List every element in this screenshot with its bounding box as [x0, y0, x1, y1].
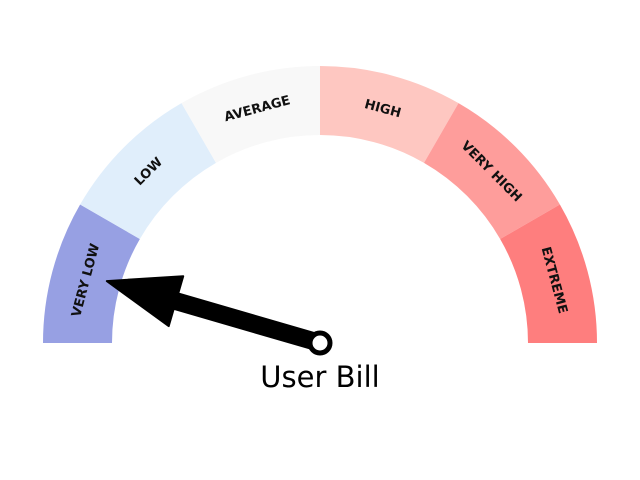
gauge-needle — [105, 275, 333, 356]
band-low — [80, 103, 216, 239]
gauge-title: User Bill — [260, 360, 379, 394]
band-extreme — [500, 204, 597, 343]
band-average — [181, 66, 320, 163]
needle-arrow — [105, 275, 324, 352]
needle-hub — [307, 330, 333, 356]
band-very-high — [424, 103, 560, 239]
gauge-bands — [43, 66, 597, 343]
band-very-low — [43, 204, 140, 343]
band-high — [320, 66, 459, 163]
